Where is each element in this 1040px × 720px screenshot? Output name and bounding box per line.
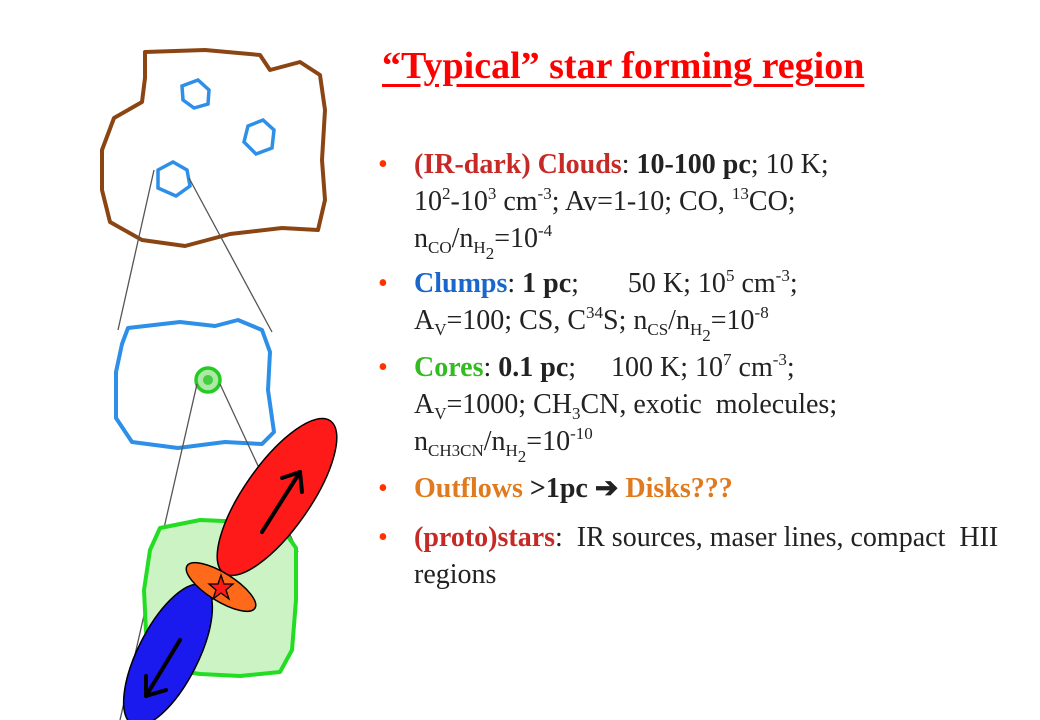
bullet-list: • (IR-dark) Clouds: 10-100 pc; 10 K; 102… <box>378 146 1018 593</box>
bullet-protostars: • (proto)stars: IR sources, maser lines,… <box>378 519 1018 593</box>
exponent: -3 <box>775 266 790 285</box>
clouds-co13: CO; <box>748 186 796 217</box>
clumps-s-n: S; n <box>603 305 648 336</box>
abundance-n: n <box>414 223 428 254</box>
cloud-clump-3 <box>156 160 192 199</box>
exponent: 7 <box>723 350 732 369</box>
subscript-2: 2 <box>485 244 495 263</box>
bullet-dot: • <box>378 268 388 299</box>
star-formation-diagram <box>100 48 338 720</box>
subscript-h: H <box>505 441 518 460</box>
bullet-cores: • Cores: 0.1 pc; 100 K; 107 cm-3; AV=100… <box>378 349 1018 465</box>
bullet-clouds: • (IR-dark) Clouds: 10-100 pc; 10 K; 102… <box>378 146 1018 262</box>
density-unit: cm <box>731 352 773 383</box>
subscript-h: H <box>473 238 486 257</box>
cores-extinction: =1000; CH <box>446 389 572 420</box>
bullet-dot: • <box>378 473 388 504</box>
protostars-label: (proto)stars <box>414 522 556 553</box>
bullet-dot: • <box>378 149 388 180</box>
subscript-2: 2 <box>702 326 711 345</box>
cores-label: Cores <box>414 352 484 383</box>
subscript-2: 2 <box>517 447 527 466</box>
exponent: -3 <box>772 350 787 369</box>
clumps-extinction-molecules: =100; CS, C <box>446 305 587 336</box>
abundance-value: =10 <box>494 223 538 254</box>
clump-core-center <box>203 375 213 385</box>
abundance-n: n <box>414 426 428 457</box>
subscript: CS <box>647 320 669 339</box>
clump-outline <box>114 318 276 450</box>
clumps-colon: : <box>507 268 523 299</box>
clumps-label: Clumps <box>414 268 508 299</box>
density-unit: cm <box>734 268 776 299</box>
subscript: H2 <box>689 320 711 344</box>
subscript: H2 <box>473 238 494 262</box>
subscript: H2 <box>505 441 527 465</box>
clouds-temp: ; 10 K; <box>750 149 829 180</box>
cores-colon: : <box>483 352 499 383</box>
exponent: 3 <box>487 184 497 203</box>
bullet-outflows: • Outflows >1pc ➔ Disks??? <box>378 470 1018 507</box>
abundance-slash: /n <box>483 426 506 457</box>
subscript: CO <box>428 238 452 257</box>
cloud-clump-1 <box>180 77 211 110</box>
protostar-icon <box>207 572 235 601</box>
exponent: -8 <box>754 303 769 322</box>
extinction-a: A <box>414 389 435 420</box>
density-unit: cm <box>496 186 538 217</box>
subscript: V <box>434 320 447 339</box>
arrow-right-icon: ➔ <box>594 473 619 504</box>
cloud-outline <box>100 48 327 248</box>
bullet-dot: • <box>378 522 388 553</box>
extinction-a: A <box>414 305 435 336</box>
outflows-label: Outflows <box>414 473 523 504</box>
exponent: 5 <box>725 266 735 285</box>
exponent: 2 <box>442 184 451 203</box>
clouds-size: 10-100 pc <box>636 149 751 180</box>
cores-molecules: CN, exotic molecules; <box>580 389 838 420</box>
red-outflow-arrow-icon <box>260 470 304 534</box>
projection-line <box>188 177 273 333</box>
bullet-dot: • <box>378 352 388 383</box>
protostars-text: : IR sources, maser lines, compact HII r… <box>414 522 1006 590</box>
cores-size: 0.1 pc <box>498 352 569 383</box>
subscript: 3 <box>571 404 581 423</box>
subscript: V <box>434 404 447 423</box>
abundance-value: =10 <box>710 305 755 336</box>
abundance-slash: /n <box>451 223 474 254</box>
isotope-superscript: 13 <box>731 184 749 203</box>
exponent: -3 <box>537 184 552 203</box>
outflows-size: >1pc <box>522 473 595 504</box>
disks-label: Disks??? <box>618 473 733 504</box>
blue-outflow-arrow-icon <box>144 638 182 698</box>
cores-sep: ; <box>786 352 795 383</box>
clouds-density-a: 10 <box>414 186 442 217</box>
abundance-value: =10 <box>526 426 571 457</box>
isotope-superscript: 34 <box>586 303 604 322</box>
slide-title: “Typical” star forming region <box>382 45 865 87</box>
clouds-extinction-molecules: ; Av=1-10; CO, <box>551 186 732 217</box>
exponent: -4 <box>537 221 553 240</box>
subscript: CH3CN <box>428 441 484 460</box>
exponent: -10 <box>570 424 593 443</box>
clouds-colon: : <box>621 149 630 180</box>
clumps-sep: ; <box>789 268 798 299</box>
cloud-clump-2 <box>242 117 276 157</box>
clumps-temp: ; 50 K; 10 <box>571 268 726 299</box>
clumps-size: 1 pc <box>522 268 572 299</box>
abundance-slash: /n <box>668 305 690 336</box>
projection-line <box>117 169 155 331</box>
subscript-h: H <box>689 320 703 339</box>
bullet-clumps: • Clumps: 1 pc; 50 K; 105 cm-3; AV=100; … <box>378 265 1018 344</box>
clouds-density-b: -10 <box>450 186 488 217</box>
clouds-label: (IR-dark) Clouds <box>414 149 622 180</box>
cores-temp: ; 100 K; 10 <box>568 352 724 383</box>
